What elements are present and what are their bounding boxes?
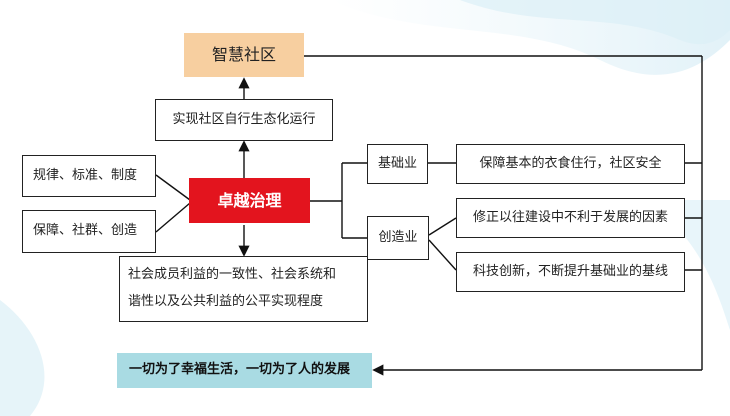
creative-industry-box: 创造业 xyxy=(367,216,429,260)
smart-community-box: 智慧社区 xyxy=(184,33,304,77)
consistency-line-2: 谐性以及公共利益的公平实现程度 xyxy=(128,294,324,309)
fix-desc-box: 修正以往建设中不利于发展的因素 xyxy=(456,198,685,238)
excellent-governance-box: 卓越治理 xyxy=(189,178,310,223)
guarantee-box: 保障、社群、创造 xyxy=(22,210,156,253)
tech-desc-box: 科技创新，不断提升基础业的基线 xyxy=(456,252,685,292)
consistency-box: 社会成员利益的一致性、社会系统和 谐性以及公共利益的公平实现程度 xyxy=(119,256,368,322)
consistency-line-1: 社会成员利益的一致性、社会系统和 xyxy=(128,267,337,282)
basic-desc-box: 保障基本的衣食住行，社区安全 xyxy=(456,144,685,184)
self-run-box: 实现社区自行生态化运行 xyxy=(155,99,333,141)
goal-box: 一切为了幸福生活，一切为了人的发展 xyxy=(117,353,372,388)
basic-industry-box: 基础业 xyxy=(367,144,428,184)
rules-box: 规律、标准、制度 xyxy=(22,155,156,197)
